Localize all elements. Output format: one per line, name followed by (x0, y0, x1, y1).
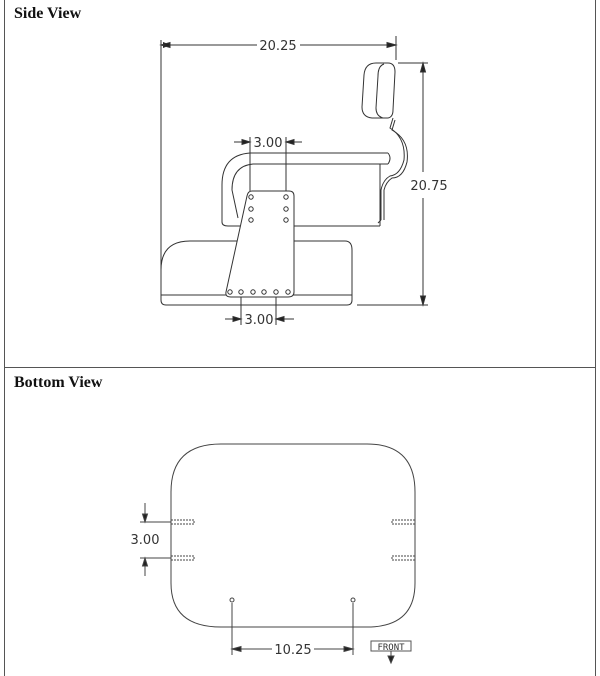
side-view-drawing (159, 36, 428, 325)
side-view-title: Side View (14, 5, 82, 22)
dim-slot-spacing: 3.00 (131, 533, 160, 548)
drawing-frame (4, 0, 596, 676)
bottom-view-drawing (140, 443, 416, 665)
dim-overall-height: 20.75 (410, 179, 447, 194)
dim-top-hole-spacing: 3.00 (254, 136, 283, 151)
dim-hole-spacing: 10.25 (274, 643, 311, 658)
front-label: FRONT (377, 643, 405, 653)
dim-bottom-hole-spacing: 3.00 (245, 313, 274, 328)
dim-overall-width: 20.25 (259, 39, 296, 54)
bottom-view-title: Bottom View (14, 374, 103, 391)
section-divider (4, 367, 596, 368)
